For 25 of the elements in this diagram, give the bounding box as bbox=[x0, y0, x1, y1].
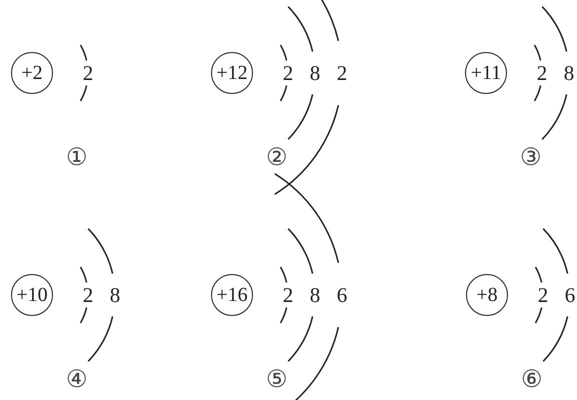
nucleus-circle: +10 bbox=[11, 274, 53, 316]
electron-count: 8 bbox=[564, 62, 574, 84]
nucleus-circle: +2 bbox=[11, 52, 53, 94]
figure-number: ⑥ bbox=[521, 367, 543, 393]
electron-count: 2 bbox=[536, 62, 548, 84]
electron-count: 6 bbox=[336, 284, 348, 306]
electron-count: 6 bbox=[564, 284, 576, 306]
electron-count: 2 bbox=[336, 62, 348, 84]
nucleus-circle: +16 bbox=[211, 274, 253, 316]
figure-number: ④ bbox=[66, 367, 88, 393]
electron-count: 8 bbox=[310, 284, 320, 306]
nucleus-circle: +12 bbox=[211, 52, 253, 94]
figure-number: ② bbox=[266, 145, 288, 171]
electron-count: 2 bbox=[538, 284, 548, 306]
electron-count: 8 bbox=[310, 62, 320, 84]
nucleus-circle: +11 bbox=[465, 52, 507, 94]
electron-count: 2 bbox=[282, 284, 294, 306]
electron-count: 2 bbox=[282, 62, 294, 84]
electron-count: 2 bbox=[82, 284, 94, 306]
figure-number: ① bbox=[66, 145, 88, 171]
electron-count: 8 bbox=[110, 284, 120, 306]
nucleus-circle: +8 bbox=[466, 274, 508, 316]
electron-count: 2 bbox=[82, 62, 94, 84]
figure-number: ③ bbox=[520, 145, 542, 171]
figure-number: ⑤ bbox=[266, 367, 288, 393]
